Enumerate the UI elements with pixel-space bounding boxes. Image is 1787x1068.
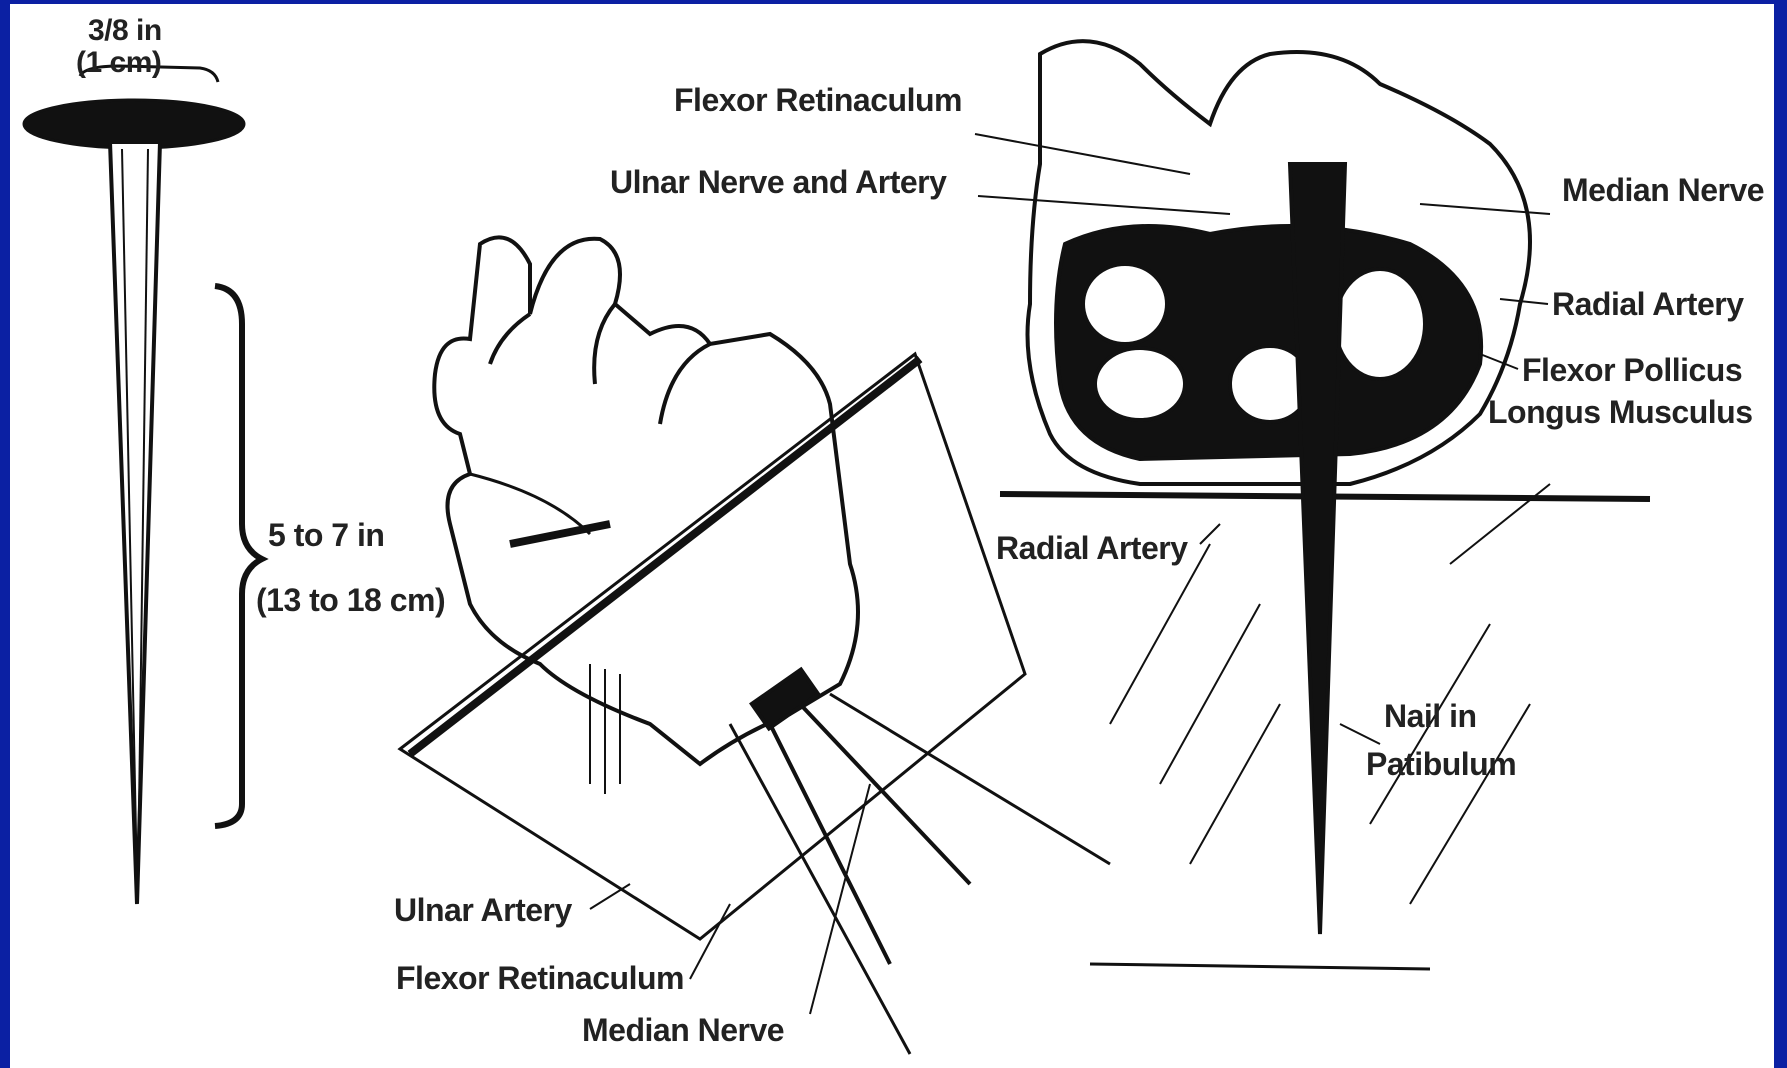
label-head-width-in: 3/8 in <box>88 16 162 46</box>
illustration-panel: 3/8 in (1 cm) 5 to 7 in (13 to 18 cm) Fl… <box>10 4 1774 1068</box>
label-flexor-retinaculum-top: Flexor Retinaculum <box>674 84 962 116</box>
label-ulnar-artery: Ulnar Artery <box>394 894 572 926</box>
label-patibulum: Patibulum <box>1366 748 1516 780</box>
label-head-width-cm: (1 cm) <box>76 48 161 78</box>
label-ulnar-nerve-artery: Ulnar Nerve and Artery <box>610 166 946 198</box>
cross-section-illustration <box>1000 41 1650 969</box>
label-length-cm: (13 to 18 cm) <box>256 584 445 616</box>
hand-illustration <box>400 237 1110 1054</box>
label-flexor-pollicus-2: Longus Musculus <box>1488 396 1753 428</box>
label-median-nerve-bottom: Median Nerve <box>582 1014 784 1046</box>
label-flexor-retinaculum-bottom: Flexor Retinaculum <box>396 962 684 994</box>
label-median-nerve-right: Median Nerve <box>1562 174 1764 206</box>
label-radial-artery-right: Radial Artery <box>1552 288 1744 320</box>
nail-in-wood <box>1290 164 1345 934</box>
label-nail-in: Nail in <box>1384 700 1477 732</box>
nail-illustration <box>24 66 262 904</box>
label-radial-artery-mid: Radial Artery <box>996 532 1188 564</box>
label-flexor-pollicus-1: Flexor Pollicus <box>1522 354 1742 386</box>
patibulum-board <box>400 354 1025 939</box>
length-brace <box>215 286 262 826</box>
label-length-in: 5 to 7 in <box>268 519 384 551</box>
